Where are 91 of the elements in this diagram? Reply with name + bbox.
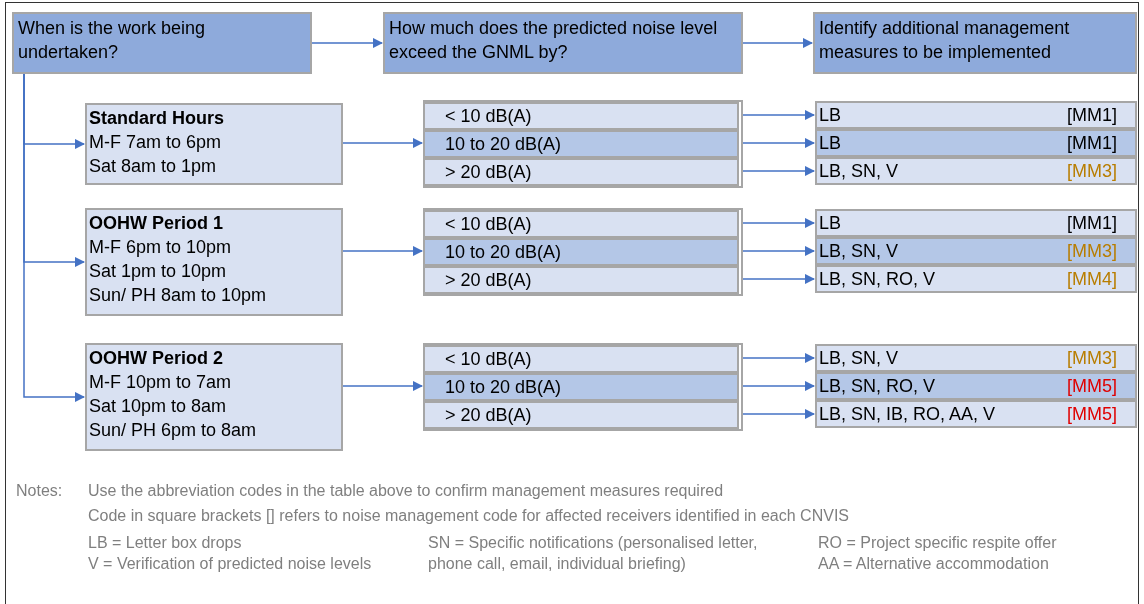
noise-band-row (423, 210, 739, 238)
time-range: Sat 8am to 1pm (89, 155, 218, 178)
time-range: Sun/ PH 6pm to 8am (89, 419, 258, 442)
note-text: LB = Letter box drops (88, 533, 243, 553)
arrow (742, 109, 816, 121)
question-text: How much does the predicted noise level exceed the GNML by? (389, 17, 719, 64)
noise-band-row (423, 373, 739, 401)
arrow (342, 380, 424, 392)
measure-code: [MM3] (1067, 160, 1117, 183)
note-text: SN = Specific notifications (personalised letter, phone call, email, individual briefing) (428, 533, 758, 574)
measure-list: LB, SN, V (819, 346, 899, 370)
noise-band-table (423, 208, 743, 296)
question-text: When is the work being undertaken? (18, 17, 207, 64)
notes-heading: Notes: (16, 481, 63, 501)
measure-code: [MM1] (1067, 104, 1117, 127)
measure-code: [MM3] (1067, 347, 1117, 370)
measure-row (815, 129, 1137, 157)
noise-band-text: < 10 dB(A) (445, 348, 533, 371)
time-range: Sat 1pm to 10pm (89, 260, 228, 283)
measure-row (815, 344, 1137, 372)
arrow (742, 165, 816, 177)
noise-band-text: < 10 dB(A) (445, 213, 533, 236)
measure-list: LB, SN, RO, V (819, 374, 936, 398)
measure-list: LB (819, 103, 842, 127)
noise-band-row (423, 238, 739, 266)
noise-band-text: > 20 dB(A) (445, 161, 533, 184)
noise-band-row (423, 266, 739, 294)
period-title: OOHW Period 2 (89, 347, 224, 370)
arrow (342, 137, 424, 149)
noise-band-row (423, 158, 739, 186)
noise-band-text: 10 to 20 dB(A) (445, 376, 563, 399)
question-box (12, 12, 312, 74)
period-box (85, 343, 343, 451)
measure-list: LB, SN, V (819, 159, 899, 183)
noise-band-table (423, 100, 743, 188)
arrow (742, 352, 816, 364)
noise-band-text: < 10 dB(A) (445, 105, 533, 128)
arrow (742, 245, 816, 257)
measure-row (815, 209, 1137, 237)
period-box (85, 208, 343, 316)
measure-code: [MM5] (1067, 375, 1117, 398)
arrow (742, 408, 816, 420)
time-range: M-F 10pm to 7am (89, 371, 233, 394)
measure-code: [MM1] (1067, 212, 1117, 235)
noise-band-table (423, 343, 743, 431)
arrow (23, 73, 86, 403)
noise-band-text: > 20 dB(A) (445, 404, 533, 427)
arrow (742, 137, 816, 149)
measure-list: LB, SN, V (819, 239, 899, 263)
arrow (742, 37, 814, 49)
period-title: Standard Hours (89, 107, 226, 130)
question-box (813, 12, 1137, 74)
time-range: Sun/ PH 8am to 10pm (89, 284, 268, 307)
note-text: AA = Alternative accommodation (818, 554, 1050, 574)
period-title: OOHW Period 1 (89, 212, 224, 235)
noise-band-text: 10 to 20 dB(A) (445, 133, 563, 156)
arrow (342, 245, 424, 257)
arrow (742, 380, 816, 392)
time-range: Sat 10pm to 8am (89, 395, 228, 418)
question-box (383, 12, 743, 74)
measure-row (815, 237, 1137, 265)
measure-code: [MM3] (1067, 240, 1117, 263)
measure-row (815, 372, 1137, 400)
note-text: Code in square brackets [] refers to noise management code for affected receivers identified in each CNVIS (88, 506, 849, 526)
measure-row (815, 101, 1137, 129)
measure-list: LB, SN, IB, RO, AA, V (819, 402, 996, 426)
noise-band-row (423, 130, 739, 158)
measure-list: LB (819, 131, 842, 155)
measure-row (815, 265, 1137, 293)
measure-list: LB (819, 211, 842, 235)
measure-row (815, 400, 1137, 428)
noise-band-row (423, 401, 739, 429)
noise-band-row (423, 345, 739, 373)
measure-code: [MM5] (1067, 403, 1117, 426)
period-box (85, 103, 343, 185)
measure-list: LB, SN, RO, V (819, 267, 936, 291)
arrow (742, 217, 816, 229)
arrow (742, 273, 816, 285)
question-text: Identify additional management measures to be implemented (819, 17, 1071, 64)
measure-row (815, 157, 1137, 185)
noise-band-row (423, 102, 739, 130)
measure-code: [MM4] (1067, 268, 1117, 291)
note-text: V = Verification of predicted noise levels (88, 554, 373, 574)
note-text: RO = Project specific respite offer (818, 533, 1058, 553)
time-range: M-F 7am to 6pm (89, 131, 223, 154)
time-range: M-F 6pm to 10pm (89, 236, 233, 259)
arrow (311, 37, 384, 49)
noise-band-text: 10 to 20 dB(A) (445, 241, 563, 264)
noise-band-text: > 20 dB(A) (445, 269, 533, 292)
note-text: Use the abbreviation codes in the table above to confirm management measures required (88, 481, 724, 501)
measure-code: [MM1] (1067, 132, 1117, 155)
